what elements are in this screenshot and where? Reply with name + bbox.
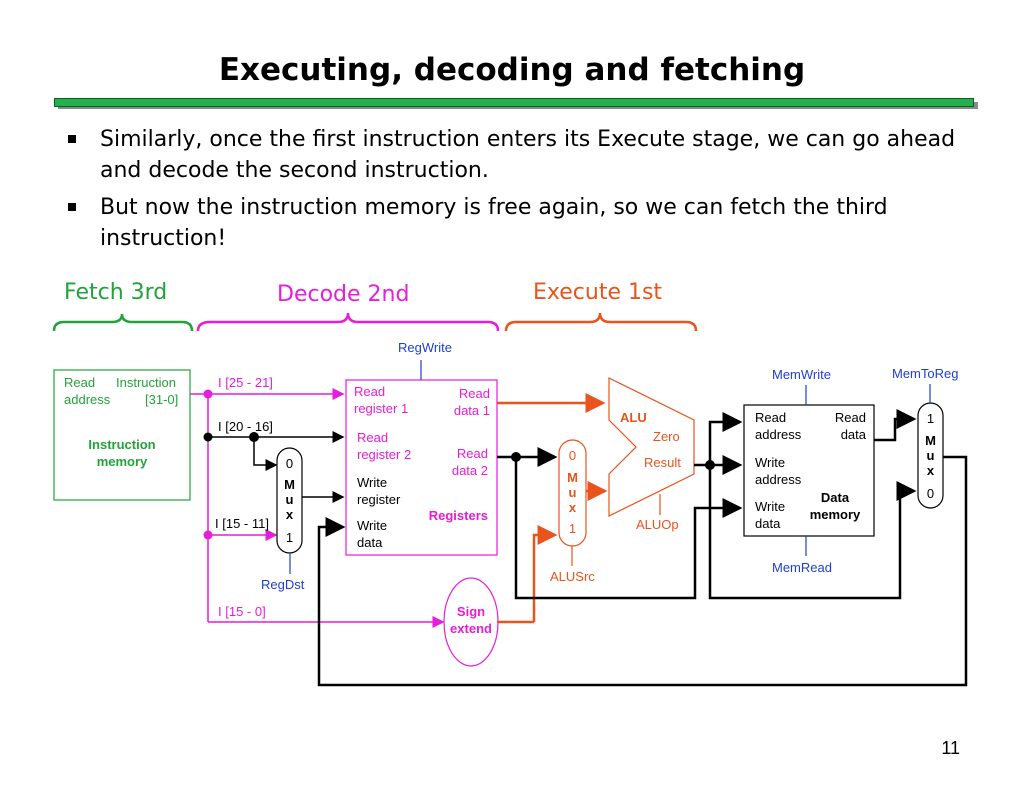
bullet-square-icon — [68, 203, 76, 211]
mux-alusrc-m: M — [567, 470, 578, 485]
mux-regdst-m: M — [284, 477, 295, 492]
mux-alusrc-input1: 1 — [568, 521, 577, 536]
wire-result-to-address — [708, 412, 743, 465]
mux-regdst-input0: 0 — [285, 456, 294, 471]
wire-read-data-to-mux — [874, 409, 917, 442]
control-regdst-label: RegDst — [261, 577, 305, 592]
reg-file-name: Registers — [428, 508, 488, 523]
mux-memtoreg-m: M — [925, 433, 936, 448]
register-file-box — [345, 379, 498, 556]
bullet-item: Similarly, once the first instruction en… — [64, 124, 964, 186]
dmem-read-address-line2: address — [755, 427, 802, 442]
reg-read-data-2-line2: data 2 — [451, 463, 488, 478]
slide-title: Executing, decoding and fetching — [218, 52, 806, 88]
dmem-read-data-line1: Read — [834, 410, 866, 425]
control-alusrc-label: ALUSrc — [550, 569, 595, 584]
alu-zero-label: Zero — [653, 429, 680, 444]
control-memread-label: MemRead — [772, 560, 832, 575]
decode-brace — [196, 312, 500, 332]
field-rt-label: I [20 - 16] — [218, 419, 273, 434]
field-rd-label: I [15 - 11] — [215, 516, 269, 531]
reg-read-register-2-line1: Read — [357, 430, 389, 445]
reg-write-data-line2: data — [357, 535, 383, 550]
instruction-memory-box — [53, 369, 191, 501]
imem-address-label: address — [64, 392, 111, 407]
dmem-name-line2: memory — [809, 507, 861, 522]
wire-sign-to-mux-up — [532, 525, 558, 622]
dmem-write-data-line1: Write — [755, 499, 786, 514]
control-memwrite-label: MemWrite — [772, 367, 831, 382]
mux-memtoreg-input0: 0 — [926, 486, 935, 501]
sign-extend-line1: Sign — [456, 604, 486, 619]
reg-read-data-1-line1: Read — [458, 386, 490, 401]
wire-rt-to-mux — [253, 437, 278, 471]
bullet-text: Similarly, once the first instruction en… — [100, 127, 956, 183]
imem-bits-label: [31-0] — [145, 392, 179, 407]
mux-regdst-u: u — [285, 492, 294, 507]
mux-regdst-x: x — [285, 507, 294, 522]
reg-read-register-1-line1: Read — [354, 384, 386, 399]
imem-name-line2: memory — [96, 454, 148, 469]
alu-result-label: Result — [644, 455, 681, 470]
junction-dot — [203, 389, 213, 399]
dmem-write-address-line1: Write — [755, 455, 786, 470]
fetch-brace — [52, 313, 194, 332]
bullet-item: But now the instruction memory is free a… — [64, 192, 964, 254]
execute-brace — [504, 312, 698, 332]
dmem-write-data-line2: data — [755, 516, 781, 531]
wire-writeback — [317, 455, 968, 687]
mux-memtoreg-input1: 1 — [926, 411, 935, 426]
bullet-list: Similarly, once the first instruction en… — [64, 124, 964, 260]
imem-name-line1: Instruction — [88, 437, 156, 452]
title-underline — [54, 98, 974, 107]
field-rs-label: I [25 - 21] — [218, 375, 273, 390]
dmem-read-data-line2: data — [840, 427, 866, 442]
mux-memtoreg-u: u — [926, 448, 935, 463]
junction-dot — [203, 530, 213, 540]
dmem-write-address-line2: address — [755, 472, 802, 487]
bullet-square-icon — [68, 135, 76, 143]
stage-label-fetch: Fetch 3rd — [64, 280, 168, 305]
reg-read-data-2-line1: Read — [456, 446, 488, 461]
alu-name: ALU — [620, 410, 647, 425]
junction-dot — [203, 432, 213, 442]
stage-label-decode: Decode 2nd — [277, 282, 410, 307]
wire-result-bypass — [708, 465, 917, 600]
bullet-text: But now the instruction memory is free a… — [100, 195, 888, 251]
dmem-read-address-line1: Read — [755, 410, 787, 425]
mux-alusrc-x: x — [568, 500, 577, 515]
sign-extend-line2: extend — [450, 621, 492, 636]
mux-alusrc-u: u — [568, 485, 577, 500]
control-aluop-label: ALUOp — [636, 517, 679, 532]
mux-regdst-input1: 1 — [285, 530, 294, 545]
mux-memtoreg-x: x — [926, 463, 935, 478]
field-imm-label: I [15 - 0] — [218, 604, 266, 619]
control-memtoreg-label: MemToReg — [892, 366, 959, 381]
imem-instruction-label: Instruction — [116, 375, 176, 390]
reg-read-data-1-line2: data 1 — [453, 403, 490, 418]
mux-alusrc-input0: 0 — [568, 448, 577, 463]
reg-read-register-1-line2: register 1 — [354, 401, 409, 416]
reg-write-register-line2: register — [357, 492, 401, 507]
reg-read-register-2-line2: register 2 — [357, 447, 412, 462]
page-number: 11 — [941, 738, 960, 758]
data-memory-box — [743, 404, 875, 537]
reg-write-register-line1: Write — [357, 475, 388, 490]
stage-label-execute: Execute 1st — [533, 280, 663, 305]
imem-read-label: Read — [64, 375, 96, 390]
alu-shape — [608, 377, 695, 517]
dmem-name-line1: Data — [820, 490, 850, 505]
control-regwrite-label: RegWrite — [398, 340, 452, 355]
reg-write-data-line1: Write — [357, 518, 388, 533]
